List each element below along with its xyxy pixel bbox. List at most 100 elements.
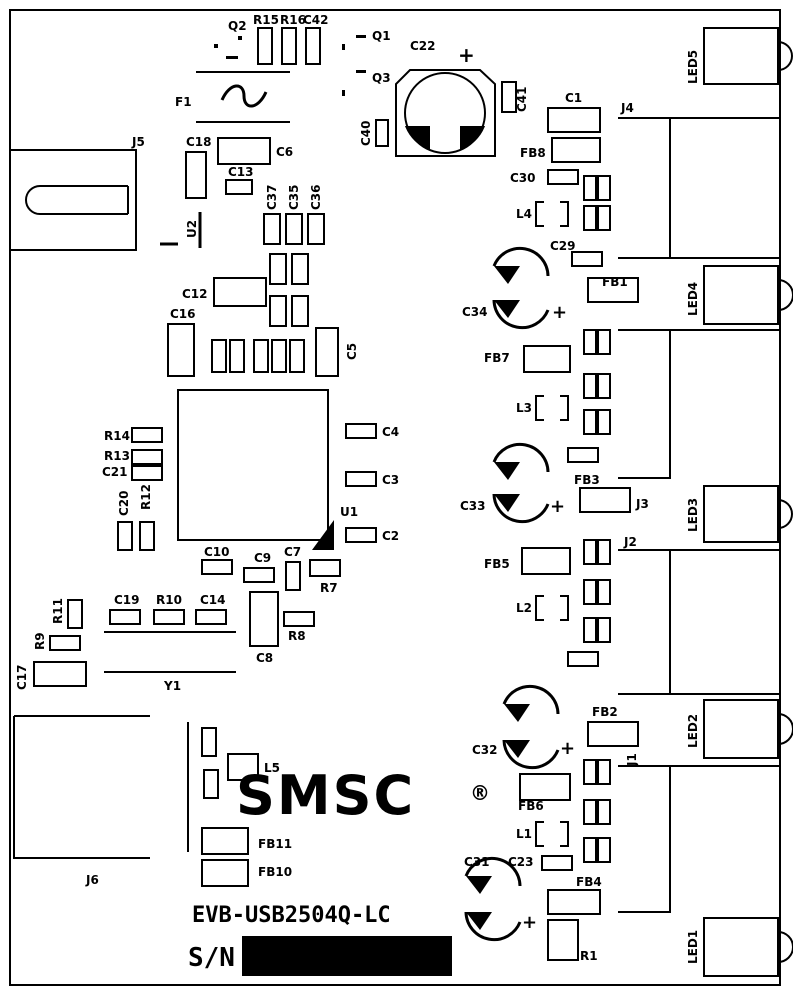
pad-mid	[269, 253, 287, 285]
pad-side	[597, 617, 611, 643]
j3-outline-upper	[618, 329, 671, 479]
label-j4: J4	[620, 101, 634, 115]
label-c1: C1	[565, 91, 582, 105]
label-l1: L1	[516, 827, 532, 841]
pad-c6	[217, 137, 271, 165]
c32-arc	[502, 684, 560, 715]
label-r14: R14	[104, 429, 130, 443]
smsc-logo: SMSC	[236, 764, 415, 827]
serial-number-block	[242, 936, 452, 976]
label-c30: C30	[510, 171, 536, 185]
label-l2: L2	[516, 601, 532, 615]
pad-c37	[263, 213, 281, 245]
label-r1: R1	[580, 949, 598, 963]
j4-outline	[618, 117, 671, 259]
pad-side	[597, 539, 611, 565]
pad-c42	[305, 27, 321, 65]
q2-dot	[238, 36, 242, 40]
pad-mid	[291, 253, 309, 285]
pad-r15	[257, 27, 273, 65]
j1-outline	[618, 765, 671, 913]
c34-arc	[492, 299, 550, 330]
label-c17: C17	[15, 664, 29, 690]
label-j3: J3	[635, 497, 649, 511]
c31-arc	[464, 856, 522, 887]
c33-fill	[494, 494, 520, 512]
label-c21: C21	[102, 465, 128, 479]
label-c29: C29	[550, 239, 576, 253]
pad-side	[583, 373, 597, 399]
label-c7: C7	[284, 545, 301, 559]
pad-fb8	[551, 137, 601, 163]
label-c40: C40	[359, 120, 373, 146]
label-c5: C5	[345, 343, 359, 360]
pad-c13	[225, 179, 253, 195]
label-c8: C8	[256, 651, 273, 665]
pad-side	[597, 837, 611, 863]
pad-side	[583, 579, 597, 605]
label-c31: C31	[464, 855, 490, 869]
pad-r8	[283, 611, 315, 627]
pad-l4-side	[597, 175, 611, 201]
j5-slot	[25, 185, 128, 215]
label-c42: C42	[303, 13, 329, 27]
label-l4: L4	[516, 207, 532, 221]
pad-c41	[501, 81, 517, 113]
label-fb8: FB8	[520, 146, 546, 160]
pad-r7	[309, 559, 341, 577]
q1-mark	[356, 35, 366, 38]
l2-outline	[535, 595, 569, 621]
pad-c26	[567, 651, 599, 667]
label-r13: R13	[104, 449, 130, 463]
pad-fb11	[201, 827, 249, 855]
pad-l4-side	[597, 205, 611, 231]
label-u2: U2	[185, 220, 199, 238]
pad-side	[583, 329, 597, 355]
j2-outline	[618, 549, 671, 695]
pad-r12	[139, 521, 155, 551]
pad-c20	[117, 521, 133, 551]
led3-lens	[777, 499, 793, 529]
label-c10: C10	[204, 545, 230, 559]
label-r15: R15	[253, 13, 279, 27]
pad-c8	[249, 591, 279, 647]
label-c16: C16	[170, 307, 196, 321]
pad-mid	[269, 295, 287, 327]
label-led1: LED1	[686, 930, 700, 964]
label-c32: C32	[472, 743, 498, 757]
pad-c27	[567, 447, 599, 463]
q2-dot	[214, 44, 218, 48]
label-fb2: FB2	[592, 705, 618, 719]
led5-body	[703, 27, 779, 85]
c22-body	[404, 72, 486, 154]
label-r7: R7	[320, 581, 338, 595]
l1-outline	[535, 821, 569, 847]
label-led5: LED5	[686, 50, 700, 84]
registered-mark: ®	[470, 781, 490, 805]
pad-fb4	[547, 889, 601, 915]
label-c9: C9	[254, 551, 271, 565]
pad-fb10	[201, 859, 249, 887]
c22-outline	[395, 69, 496, 157]
c22-fill	[460, 126, 485, 150]
pad-c1	[547, 107, 601, 133]
pad-side	[583, 799, 597, 825]
pad-c40	[375, 119, 389, 147]
pad-c17	[33, 661, 87, 687]
label-fb7: FB7	[484, 351, 510, 365]
c22-fill	[405, 126, 430, 150]
serial-label: S/N	[188, 943, 235, 973]
label-c34: C34	[462, 305, 488, 319]
pad-l4-side	[583, 175, 597, 201]
label-j1: J1	[625, 753, 639, 767]
pad-side	[597, 409, 611, 435]
board-title: EVB-USB2504Q-LC	[192, 903, 391, 928]
pad-c36	[307, 213, 325, 245]
l4-outline	[535, 201, 569, 227]
pad-c16	[167, 323, 195, 377]
c32-arc	[502, 739, 560, 770]
label-led2: LED2	[686, 714, 700, 748]
c33-arc	[492, 442, 550, 473]
label-j2: J2	[623, 535, 637, 549]
